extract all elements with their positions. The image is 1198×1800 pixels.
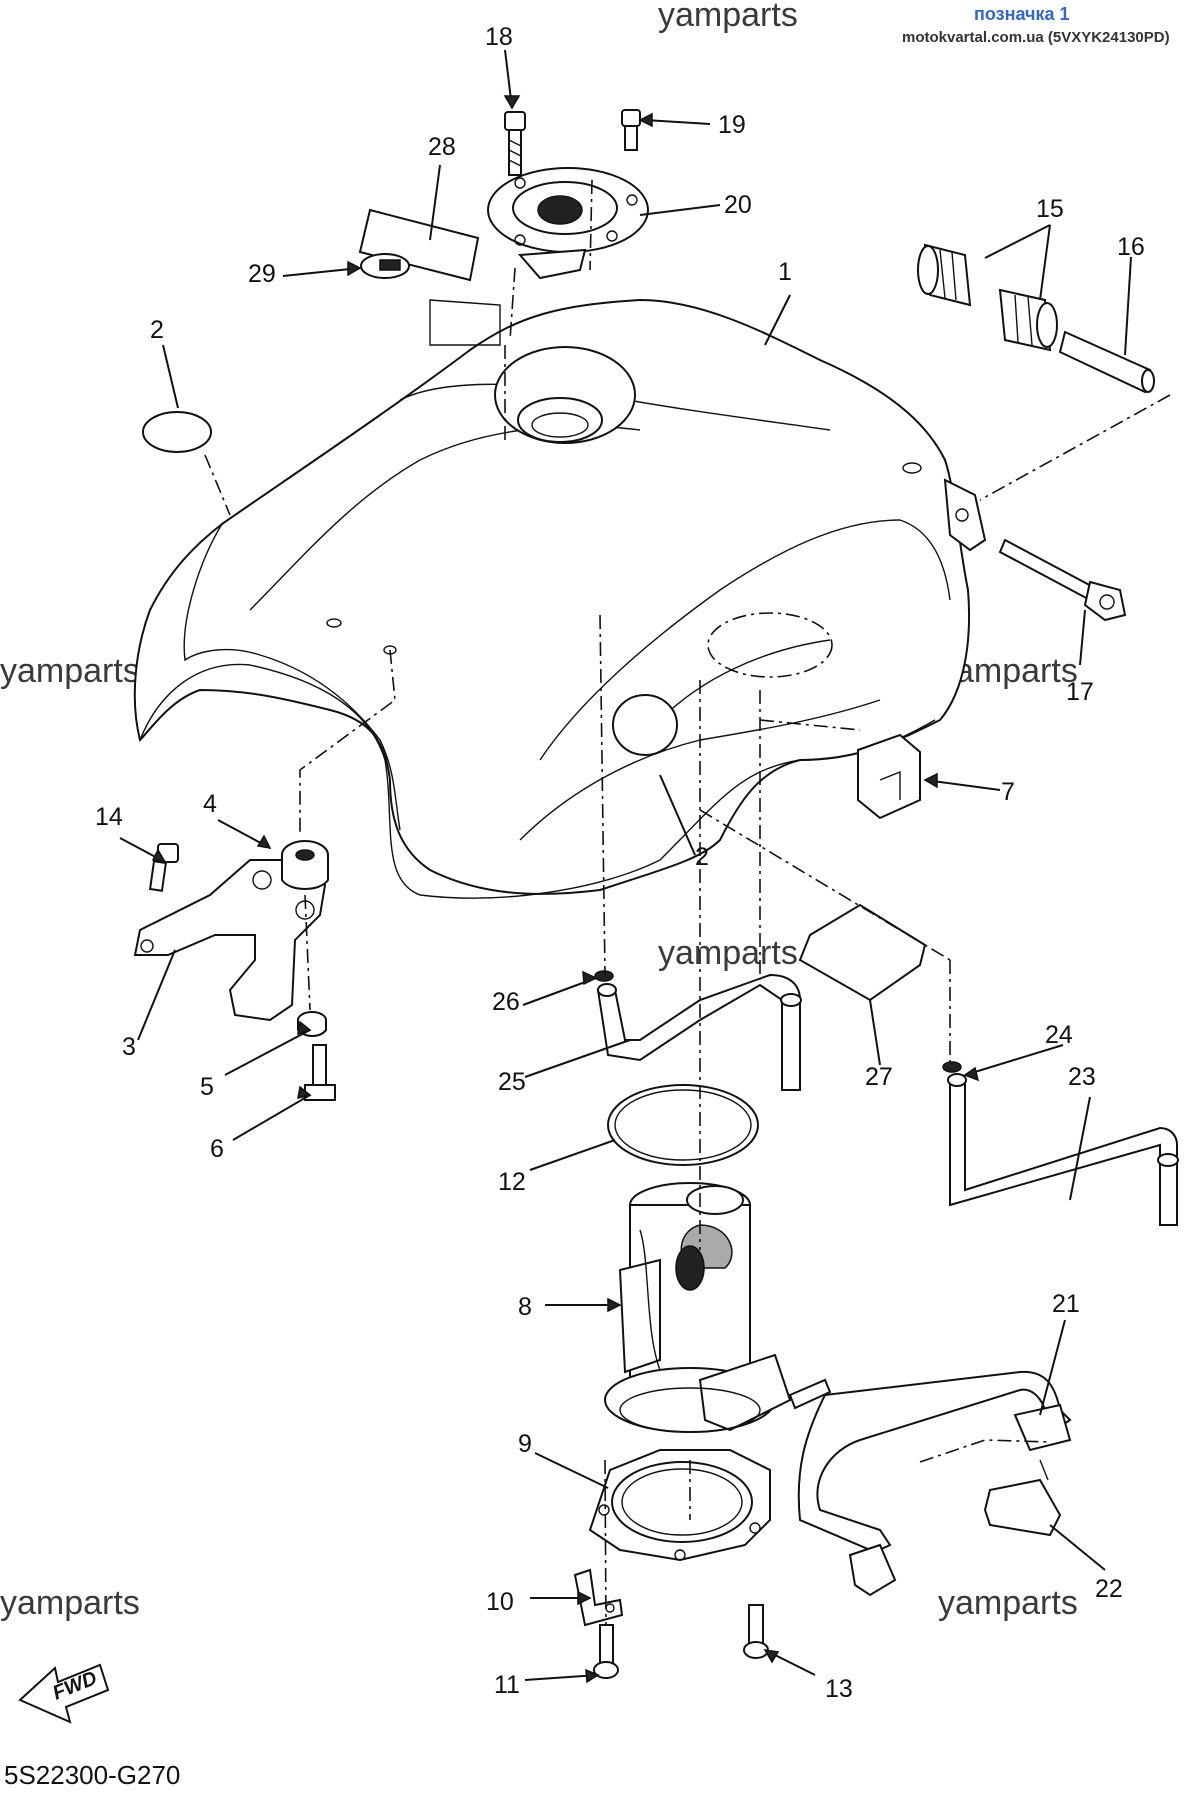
callout-20: 20 (724, 191, 752, 219)
fwd-arrow-icon: FWD (18, 1663, 110, 1724)
callout-5: 5 (200, 1073, 214, 1101)
callout-23: 23 (1068, 1063, 1096, 1091)
bolt-14 (148, 843, 179, 892)
bolt-18 (504, 111, 526, 176)
damper-7 (857, 733, 921, 820)
callout-18: 18 (485, 23, 513, 51)
callout-13: 13 (825, 1675, 853, 1703)
callout-25: 25 (498, 1068, 526, 1096)
callout-12: 12 (498, 1168, 526, 1196)
leader-arrowheads (151, 95, 980, 1684)
emblem-29 (360, 253, 410, 279)
callout-10: 10 (486, 1588, 514, 1616)
callout-26: 26 (492, 988, 520, 1016)
watermark-right-bottom: yamparts (938, 1584, 1078, 1622)
header-source: motokvartal.com.ua (5VXYK24130PD) (902, 29, 1170, 46)
bolt-13 (743, 1604, 769, 1659)
bolt-19 (621, 109, 641, 151)
pump-plate-9 (588, 1449, 771, 1562)
callout-22: 22 (1095, 1575, 1123, 1603)
hose-23 (947, 1073, 1179, 1226)
callout-29: 29 (248, 260, 276, 288)
callout-14: 14 (95, 803, 123, 831)
fuel-tank (133, 298, 987, 895)
filler-cap-assembly (487, 167, 649, 280)
callout-17: 17 (1066, 678, 1094, 706)
callout-24: 24 (1045, 1021, 1073, 1049)
watermark-top: yamparts (658, 0, 798, 34)
callout-8: 8 (518, 1293, 532, 1321)
bolt-17 (998, 538, 1127, 622)
damper-4 (281, 840, 329, 890)
bolt-6 (304, 1044, 336, 1101)
callout-2: 2 (150, 316, 164, 344)
diagram-code: 5S22300-G270 (4, 1760, 180, 1790)
watermark-center: yamparts (658, 934, 798, 972)
callout-28: 28 (428, 133, 456, 161)
warning-label-plate (358, 208, 480, 282)
watermark-left-mid: yamparts (0, 652, 140, 690)
callout-15: 15 (1036, 195, 1064, 223)
fuel-pump-8 (604, 1182, 832, 1433)
callout-2b: 2 (695, 843, 709, 871)
callout-21: 21 (1052, 1290, 1080, 1318)
clamp-22 (983, 1459, 1062, 1537)
hose-25 (596, 973, 802, 1091)
callout-3: 3 (122, 1033, 136, 1061)
callout-11: 11 (494, 1671, 520, 1699)
clip-26 (594, 970, 614, 982)
callout-19: 19 (718, 111, 746, 139)
o-ring-12 (607, 1084, 759, 1166)
callout-9: 9 (518, 1430, 532, 1458)
callout-1: 1 (778, 258, 792, 286)
callout-4: 4 (203, 790, 217, 818)
pad-27 (798, 903, 927, 1002)
bracket-10 (573, 1568, 624, 1627)
tank-edge-seal (139, 663, 936, 899)
header-link[interactable]: позначка 1 (974, 4, 1070, 24)
callout-6: 6 (210, 1135, 224, 1163)
callout-16: 16 (1117, 233, 1145, 261)
collar-16 (1058, 330, 1155, 394)
callout-7: 7 (1001, 778, 1015, 806)
callout-27: 27 (865, 1063, 893, 1091)
watermark-left-bottom: yamparts (0, 1584, 140, 1622)
cap-oval-left (142, 411, 212, 453)
damper-15 (917, 243, 1058, 352)
cap-oval-center (612, 694, 678, 756)
clip-24 (942, 1061, 962, 1073)
fuel-hose-21 (797, 1370, 1072, 1597)
callout-labels: 1 2 2 3 4 5 6 7 8 9 10 11 12 13 14 15 16… (95, 23, 1145, 1703)
bolt-11 (593, 1624, 619, 1679)
